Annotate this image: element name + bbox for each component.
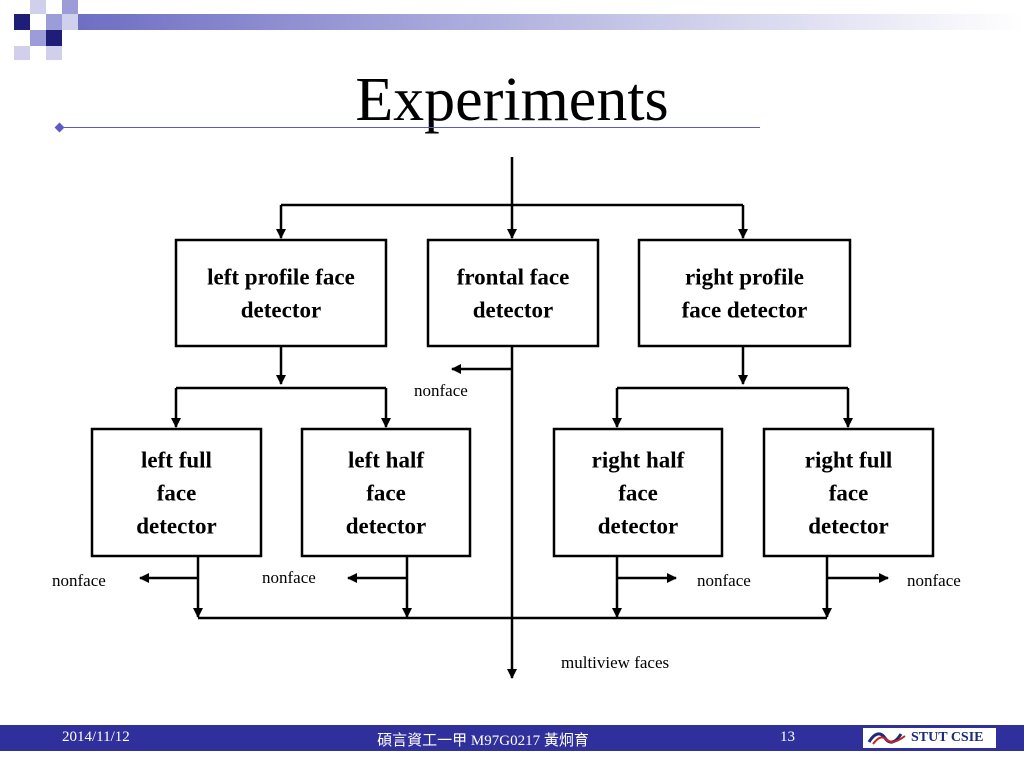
nonface-label-left-full: nonface (52, 571, 106, 590)
logo-label: STUT CSIE (911, 730, 984, 745)
box-left-profile-line-0: left profile face (207, 265, 355, 290)
box-right-full-detector: right full face detector (762, 427, 935, 558)
box-right-profile-line-1: face detector (682, 298, 808, 323)
box-right-full-line-0: right full (805, 448, 893, 473)
box-right-half-line-1: face (618, 481, 658, 506)
footer-bar: 2014/11/12 碩言資工一甲 M97G0217 黃炯育 13 (0, 725, 1024, 751)
nonface-label-right-half: nonface (697, 571, 751, 590)
box-left-full-line-0: left full (141, 448, 212, 473)
multiview-faces-label: multiview faces (561, 653, 669, 672)
box-left-profile-detector: left profile face detector (174, 238, 388, 348)
box-left-full-line-2: detector (136, 514, 216, 539)
box-left-half-detector: left half face detector (300, 427, 472, 558)
box-left-full-detector: left full face detector (90, 427, 263, 558)
footer-author: 碩言資工一甲 M97G0217 黃炯育 (377, 733, 589, 749)
slide-title: Experiments (355, 66, 669, 134)
box-right-half-detector: right half face detector (552, 427, 724, 558)
stut-csie-logo: STUT CSIE (862, 727, 997, 749)
box-left-half-line-2: detector (346, 514, 426, 539)
nonface-label-frontal: nonface (414, 381, 468, 400)
box-left-half-line-1: face (366, 481, 406, 506)
box-right-half-line-0: right half (592, 448, 685, 473)
title-underline (60, 127, 760, 128)
nonface-label-left-half: nonface (262, 568, 316, 587)
footer-date: 2014/11/12 (62, 729, 130, 745)
box-left-profile-line-1: detector (241, 298, 321, 323)
box-right-half-line-2: detector (598, 514, 678, 539)
corner-decoration (14, 0, 1024, 60)
nonface-label-right-full: nonface (907, 571, 961, 590)
box-left-full-line-1: face (157, 481, 197, 506)
box-frontal-line-1: detector (473, 298, 553, 323)
stut-logo-icon (867, 732, 906, 745)
box-right-profile-line-0: right profile (685, 265, 804, 290)
box-right-full-line-2: detector (808, 514, 888, 539)
box-right-full-line-1: face (829, 481, 869, 506)
box-left-half-line-0: left half (348, 448, 424, 473)
page-number: 13 (780, 729, 795, 745)
box-frontal-line-0: frontal face (457, 265, 570, 290)
face-detector-diagram: left profile face detector frontal face det… (52, 157, 961, 679)
box-frontal-detector: frontal face detector (426, 238, 600, 348)
box-right-profile-detector: right profile face detector (637, 238, 852, 348)
